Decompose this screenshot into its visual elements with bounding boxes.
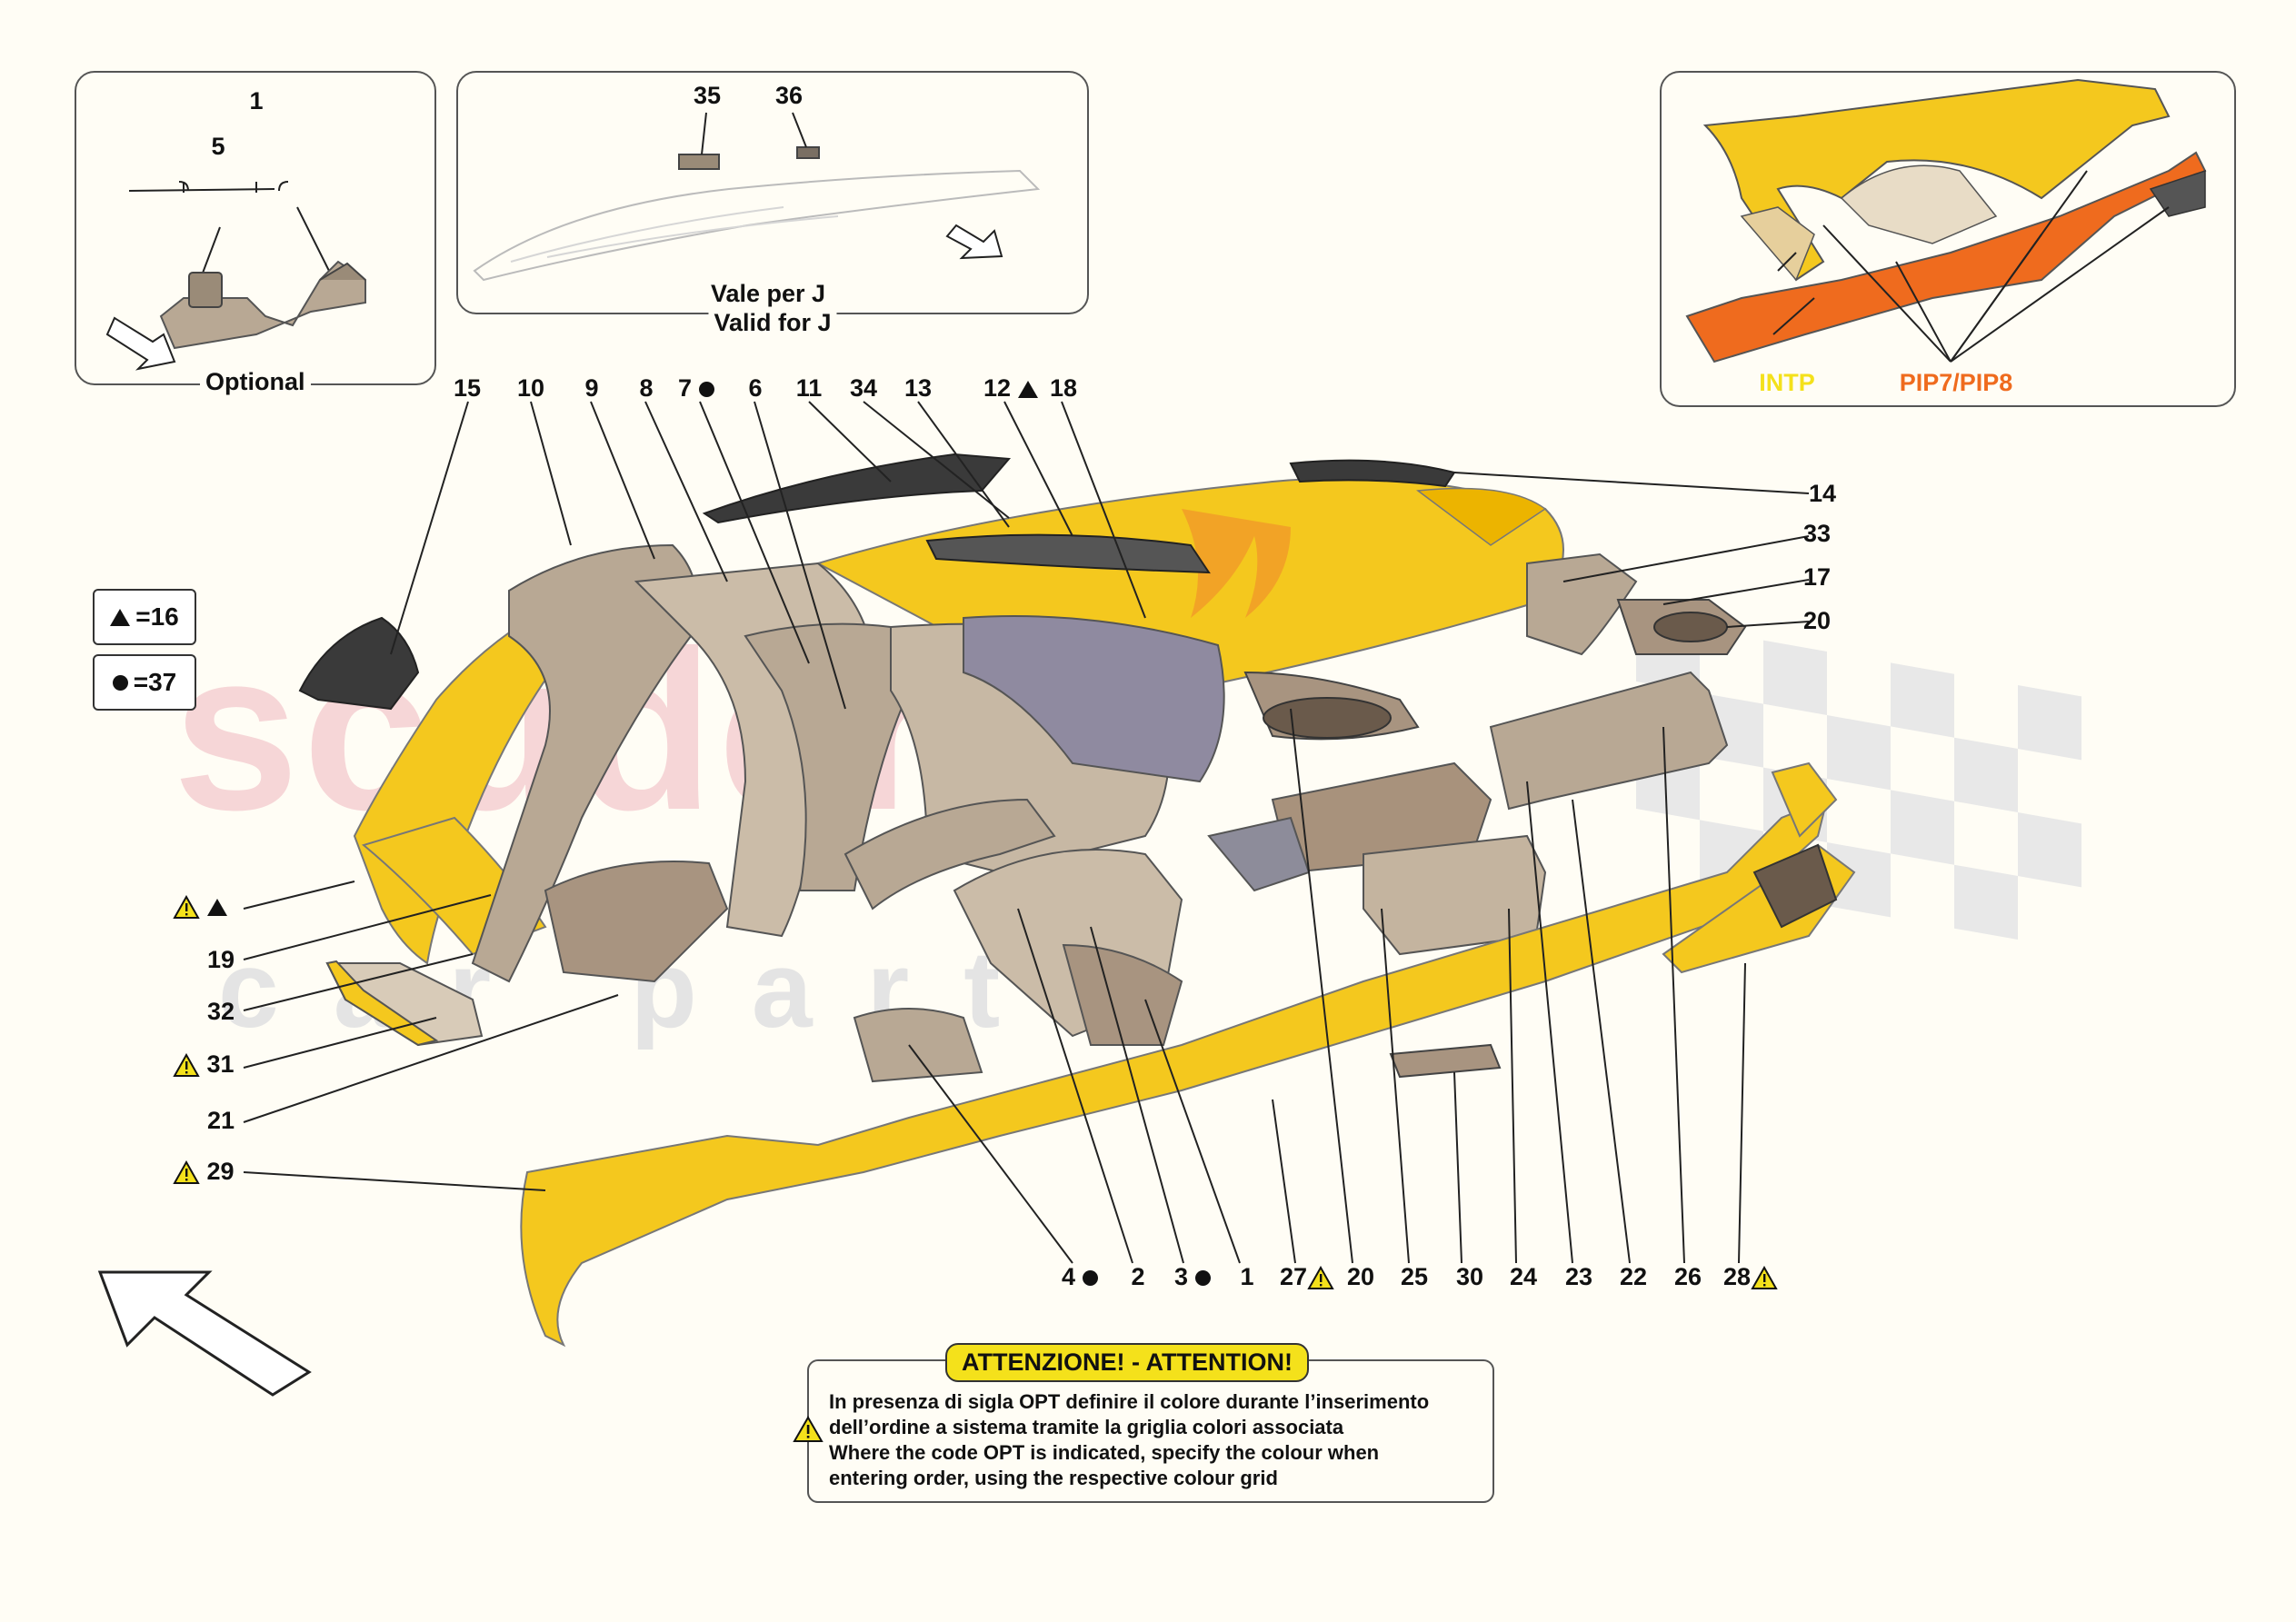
callout-7: 7 bbox=[678, 376, 714, 401]
callout-1: 1 bbox=[1240, 1263, 1254, 1290]
warning-icon bbox=[173, 1053, 200, 1078]
callout-18: 18 bbox=[1049, 374, 1078, 402]
callout-12: 12 bbox=[983, 376, 1038, 401]
warning-icon bbox=[173, 895, 200, 920]
callout-32: 32 bbox=[207, 998, 235, 1025]
attention-line-4: entering order, using the respective col… bbox=[829, 1467, 1278, 1489]
warning-icon bbox=[793, 1416, 824, 1442]
optional-caption: Optional bbox=[200, 368, 311, 396]
attention-line-2: dell’ordine a sistema tramite la griglia… bbox=[829, 1416, 1344, 1438]
intp-pip-drawing bbox=[1685, 78, 2207, 363]
callout-31-number: 31 bbox=[206, 1050, 235, 1078]
callout-25: 25 bbox=[1400, 1263, 1429, 1290]
callout-warning-triangle bbox=[173, 894, 227, 920]
callout-1-inset: 1 bbox=[249, 87, 264, 114]
callout-2: 2 bbox=[1131, 1263, 1145, 1290]
triangle-icon bbox=[1017, 381, 1038, 399]
callout-13: 13 bbox=[903, 374, 933, 402]
attention-line-1: In presenza di sigla OPT definire il col… bbox=[829, 1390, 1430, 1413]
valid-j-part-drawing bbox=[473, 112, 1041, 282]
valid-j-caption-en: Valid for J bbox=[708, 311, 837, 335]
callout-24: 24 bbox=[1509, 1263, 1538, 1290]
warning-icon bbox=[1751, 1266, 1778, 1290]
callout-3-number: 3 bbox=[1174, 1263, 1189, 1290]
callout-6: 6 bbox=[748, 374, 763, 402]
callout-5-inset: 5 bbox=[211, 133, 225, 160]
attention-box bbox=[807, 1359, 1494, 1503]
callout-3: 3 bbox=[1174, 1265, 1211, 1289]
dot-icon bbox=[698, 382, 714, 398]
valid-j-caption-it: Vale per J bbox=[710, 280, 826, 307]
callout-29-number: 29 bbox=[206, 1158, 235, 1185]
dot-icon bbox=[1082, 1270, 1098, 1287]
callout-36: 36 bbox=[774, 82, 804, 109]
inset-valid-for-j bbox=[456, 71, 1089, 314]
orientation-arrow bbox=[97, 1270, 312, 1397]
callout-21: 21 bbox=[207, 1107, 235, 1134]
callout-33: 33 bbox=[1803, 520, 1832, 547]
legend-triangle: =16 bbox=[93, 589, 196, 645]
callout-31: 31 bbox=[173, 1052, 235, 1078]
callout-11: 11 bbox=[795, 374, 823, 402]
callout-29: 29 bbox=[173, 1159, 235, 1185]
intp-label: INTP bbox=[1759, 369, 1815, 396]
attention-line-3: Where the code OPT is indicated, specify… bbox=[829, 1441, 1380, 1464]
callout-20-right: 20 bbox=[1803, 607, 1832, 634]
callout-27: 27 bbox=[1280, 1265, 1334, 1290]
optional-part-drawing bbox=[105, 181, 366, 371]
callout-8: 8 bbox=[639, 374, 654, 402]
callout-22: 22 bbox=[1619, 1263, 1648, 1290]
warning-icon bbox=[1307, 1266, 1334, 1290]
pip-label: PIP7/PIP8 bbox=[1899, 369, 2013, 396]
callout-28: 28 bbox=[1723, 1265, 1778, 1290]
dot-icon bbox=[112, 674, 128, 691]
callout-7-number: 7 bbox=[678, 374, 693, 402]
triangle-icon bbox=[110, 608, 131, 626]
callout-19: 19 bbox=[207, 946, 235, 973]
callout-28-number: 28 bbox=[1723, 1263, 1752, 1290]
legend-triangle-text: =16 bbox=[135, 602, 179, 631]
callout-12-number: 12 bbox=[983, 374, 1012, 402]
callout-17: 17 bbox=[1803, 563, 1832, 591]
legend-dot-text: =37 bbox=[133, 668, 177, 696]
callout-14: 14 bbox=[1809, 480, 1837, 507]
callout-4: 4 bbox=[1062, 1265, 1098, 1289]
callout-34: 34 bbox=[849, 374, 878, 402]
callout-9: 9 bbox=[584, 374, 599, 402]
callout-30: 30 bbox=[1455, 1263, 1484, 1290]
callout-4-number: 4 bbox=[1062, 1263, 1076, 1290]
dot-icon bbox=[1194, 1270, 1211, 1287]
callout-26: 26 bbox=[1673, 1263, 1702, 1290]
callout-15: 15 bbox=[453, 374, 482, 402]
callout-10: 10 bbox=[516, 374, 545, 402]
legend-dot: =37 bbox=[93, 654, 196, 711]
warning-icon bbox=[173, 1160, 200, 1185]
attention-title: ATTENZIONE! - ATTENTION! bbox=[945, 1343, 1309, 1382]
callout-20-bottom: 20 bbox=[1346, 1263, 1375, 1290]
triangle-icon bbox=[206, 899, 227, 917]
callout-27-number: 27 bbox=[1280, 1263, 1308, 1290]
callout-35: 35 bbox=[693, 82, 722, 109]
callout-23: 23 bbox=[1564, 1263, 1593, 1290]
